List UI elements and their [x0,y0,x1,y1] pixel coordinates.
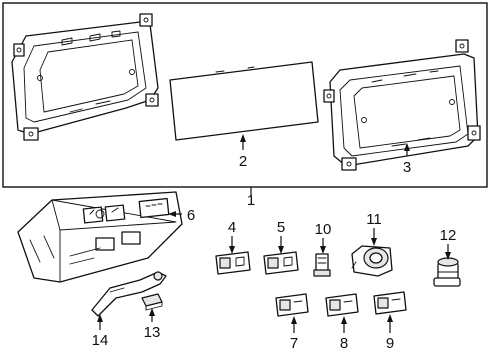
assembly-group-box [2,2,488,188]
switch-5 [263,251,299,275]
callout-4: 4 [228,219,236,236]
lens-panel [169,61,319,141]
bulb-socket-10 [313,253,331,277]
switch-module [17,191,183,283]
callout-10: 10 [315,221,332,238]
right-cluster-frame [323,39,481,171]
callout-labels: 1 2 3 4 5 6 7 8 9 10 11 12 13 14 [92,153,457,352]
callout-12: 12 [440,227,457,244]
ignition-switch-11 [351,245,393,277]
switch-8 [325,293,359,317]
callout-2: 2 [239,153,247,170]
left-bezel-frame [11,13,159,141]
callout-11: 11 [366,211,382,228]
leader-lines [97,134,451,333]
callout-9: 9 [386,335,394,352]
callout-6: 6 [187,207,195,224]
callout-8: 8 [340,335,348,352]
knob-12 [433,257,461,287]
switch-4 [215,251,251,275]
callout-14: 14 [92,332,109,349]
callout-1: 1 [247,192,255,209]
clip-13 [141,293,163,311]
callout-5: 5 [277,219,285,236]
switch-9 [373,291,407,315]
switch-7 [275,293,309,317]
callout-7: 7 [290,335,298,352]
callout-13: 13 [144,324,161,341]
lever-14 [91,271,167,317]
callout-3: 3 [403,159,411,176]
